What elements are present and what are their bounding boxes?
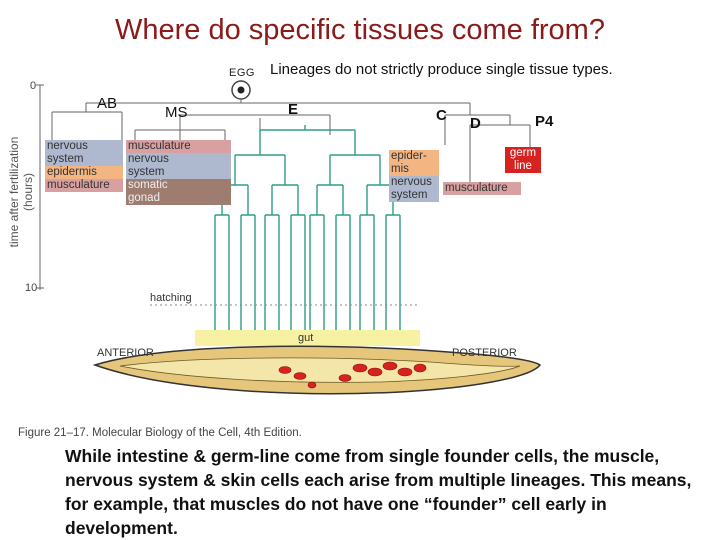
subtitle: Lineages do not strictly produce single … <box>270 61 613 78</box>
lineage-label-ms: MS <box>165 104 188 121</box>
founder-tree-lines <box>51 99 531 150</box>
body-text: While intestine & germ-line come from si… <box>65 446 692 538</box>
hatching-label: hatching <box>150 292 192 304</box>
d-musculature-label: musculature <box>443 182 521 195</box>
egg-nucleus-icon <box>237 86 245 94</box>
anterior-label: ANTERIOR <box>97 347 154 359</box>
lineage-label-c: C <box>436 107 447 124</box>
lineage-label-d: D <box>470 115 481 132</box>
lineage-label-ab: AB <box>97 95 118 112</box>
axis-tick-0: 0 <box>30 80 37 92</box>
page-title: Where do specific tissues come from? <box>115 14 605 46</box>
gut-lineage-lines <box>221 125 394 215</box>
d-tissue-box: musculature <box>443 182 521 195</box>
gut-band <box>195 330 420 346</box>
gut-label: gut <box>298 332 314 344</box>
egg-label: EGG <box>229 67 255 79</box>
lineage-label-e: E <box>288 101 299 118</box>
lineage-label-p4: P4 <box>535 113 554 130</box>
axis-tick-10: 10 <box>25 282 38 294</box>
figure-caption: Figure 21–17. Molecular Biology of the C… <box>18 427 302 439</box>
germ-line-cells <box>278 361 427 389</box>
ms-musculature-label: musculature <box>126 140 231 153</box>
gut-lineage-leaf-lines <box>214 214 401 330</box>
c-epidermis-label: epider-mis <box>389 150 439 176</box>
ab-epidermis-label: epidermis <box>45 166 123 179</box>
posterior-label: POSTERIOR <box>452 347 517 359</box>
ab-musculature-label: musculature <box>45 179 123 192</box>
lineage-tree-svg <box>36 80 542 395</box>
